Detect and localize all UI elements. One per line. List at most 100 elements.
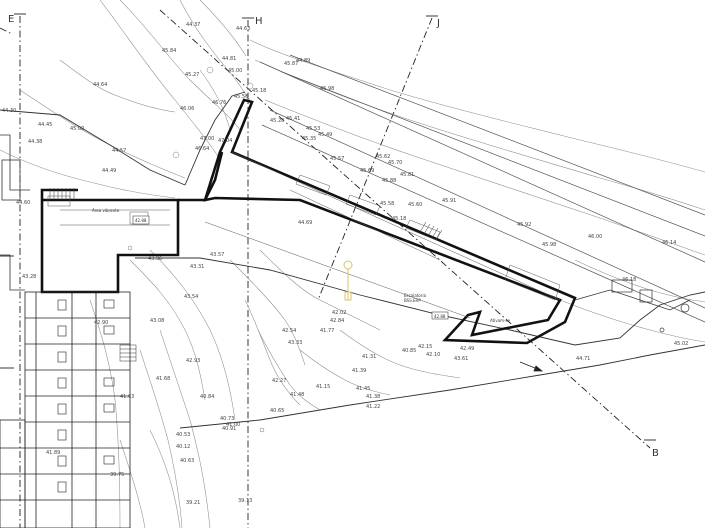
axis-label-b: B	[652, 448, 659, 459]
elevation-label: 45.00	[228, 68, 242, 74]
elevation-label: 40.63	[180, 458, 194, 464]
stair-right	[419, 221, 443, 241]
elevation-label: 45.49	[318, 132, 332, 138]
room-label-central: Escalatoria	[404, 293, 427, 298]
elevation-label: 40.84	[200, 394, 214, 400]
elevation-label: 40.73	[220, 416, 234, 422]
elevation-label: 42.84	[330, 318, 344, 324]
elevation-label: 47.04	[218, 138, 232, 144]
elevation-label: 46.14	[662, 240, 676, 246]
elevation-label: 44.71	[576, 356, 590, 362]
elevation-label: 42.27	[272, 378, 286, 384]
elevation-label: 45.57	[330, 156, 344, 162]
connector-outline	[178, 151, 224, 202]
site-boundary	[0, 91, 705, 429]
elevation-label: 46.06	[180, 106, 194, 112]
elevation-label: 39.13	[238, 498, 252, 504]
elevation-label: 43.33	[288, 340, 302, 346]
elevation-label: 42.90	[94, 320, 108, 326]
elevation-label: 45.18	[252, 88, 266, 94]
elevation-label: 45.28	[270, 118, 284, 124]
elevation-label: 44.49	[102, 168, 116, 174]
trees	[127, 66, 265, 433]
elevation-label: 42.54	[282, 328, 296, 334]
elevation-label: 43.31	[190, 264, 204, 270]
elevation-label: 45.81	[400, 172, 414, 178]
elevation-label: 44.69	[298, 220, 312, 226]
elevation-label: 44.38	[28, 139, 42, 145]
elevation-label: 39.21	[186, 500, 200, 506]
elevation-label: 46.76	[212, 100, 226, 106]
elevation-label: 45.02	[674, 341, 688, 347]
elevation-label: 45.41	[286, 116, 300, 122]
elevation-label: 43.54	[184, 294, 198, 300]
axis-label-j: J	[436, 18, 440, 29]
elevation-label: 41.68	[156, 376, 170, 382]
reference-axes	[0, 9, 651, 528]
elevation-label: 45.53	[306, 126, 320, 132]
elevation-label: 45.69	[360, 168, 374, 174]
elevation-label: 45.84	[162, 48, 176, 54]
elevation-label: 41.45	[356, 386, 370, 392]
elevation-label: 44.45	[38, 122, 52, 128]
elevation-label: 45.58	[380, 201, 394, 207]
elevation-label: 45.18	[392, 216, 406, 222]
elevation-label: 40.53	[176, 432, 190, 438]
axis-line-b	[159, 9, 651, 449]
elevation-label: 41.31	[362, 354, 376, 360]
elevation-label: 44.60	[16, 200, 30, 206]
elevation-label: 47.00	[200, 136, 214, 142]
elevation-label: 42.49	[460, 346, 474, 352]
elevation-label: 45.00	[70, 126, 84, 132]
elevation-label: 45.70	[388, 160, 402, 166]
central-hall-outline	[203, 98, 577, 345]
elevation-label: 43.28	[22, 274, 36, 280]
elevation-label: 41.39	[352, 368, 366, 374]
elevation-label: 40.12	[176, 444, 190, 450]
elevation-label: 44.81	[222, 56, 236, 62]
elevation-label: 44.30	[2, 108, 16, 114]
elevation-label: 44.64	[93, 82, 107, 88]
left-units	[0, 291, 131, 528]
elevation-label: 45.92	[517, 222, 531, 228]
axis-label-e: E	[8, 14, 14, 25]
elevation-label: 45.60	[408, 202, 422, 208]
elevation-label: 41.38	[366, 394, 380, 400]
elevation-label: 42.10	[426, 352, 440, 358]
room-label-area-left: Área vibrante	[92, 208, 120, 213]
left-wing-outline	[40, 188, 180, 294]
elevation-label: 43.36	[148, 256, 162, 262]
section-cut	[519, 361, 544, 372]
axis-markers	[0, 13, 656, 441]
elevation-label: 44.57	[112, 148, 126, 154]
elevation-label: 44.37	[186, 22, 200, 28]
axis-line-top	[0, 27, 13, 35]
elevation-label: 41.00	[226, 422, 240, 428]
road-lines	[259, 54, 705, 323]
elevation-label: 45.87	[284, 61, 298, 67]
stair-left-lower	[119, 344, 137, 362]
room-label-central-sub: BSS.ERP	[404, 298, 421, 303]
room-level-central: 42.88	[434, 314, 446, 319]
axis-line-j	[317, 17, 433, 301]
elevation-label: 41.77	[320, 328, 334, 334]
elevation-label: 40.65	[270, 408, 284, 414]
elevation-label: 43.57	[210, 252, 224, 258]
elevation-label: 46.64	[195, 146, 209, 152]
elevation-label: 46.18	[622, 277, 636, 283]
elevation-label: 45.56	[234, 94, 248, 100]
elevation-label: 44.63	[236, 26, 250, 32]
elevation-label: 41.22	[366, 404, 380, 410]
elevation-label: 42.15	[418, 344, 432, 350]
elevation-label: 42.93	[186, 358, 200, 364]
elevation-labels: 44.37 44.63 44.81 45.84 45.00 45.27 45.8…	[2, 22, 688, 506]
unit-hatching	[57, 299, 115, 493]
staircases	[49, 188, 443, 362]
left-edge-building	[0, 134, 30, 291]
room-label-right: Ativam-se	[490, 318, 511, 323]
elevation-label: 44.89	[296, 58, 310, 64]
elevation-label: 42.02	[332, 310, 346, 316]
elevation-label: 43.61	[454, 356, 468, 362]
elevation-label: 45.88	[382, 178, 396, 184]
